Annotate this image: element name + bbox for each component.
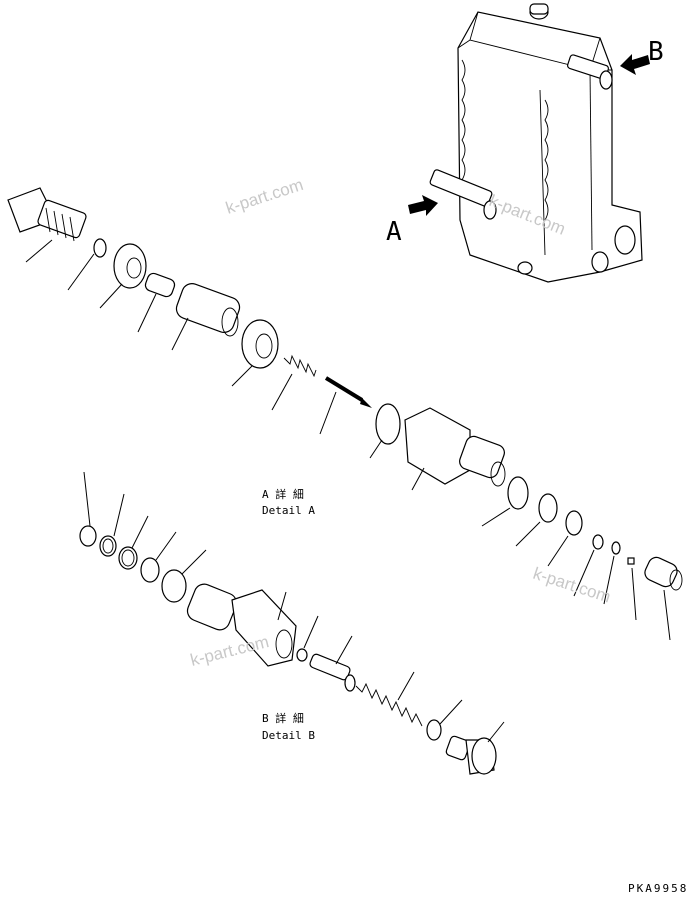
valve-body (408, 3, 650, 283)
detail-b-parts (79, 525, 497, 775)
watermark-3: k-part.com (531, 564, 613, 607)
detail-a-leaders (25, 239, 671, 641)
detail-a-title-jp: A 詳 細 (262, 487, 304, 501)
detail-b-leaders (83, 471, 505, 743)
drawing-code: PKA9958 (628, 882, 688, 895)
watermark-1: k-part.com (223, 175, 305, 218)
arrow-b-icon (620, 54, 650, 75)
arrow-a-icon (408, 195, 438, 216)
detail-a-parts (7, 187, 683, 591)
detail-b-title-en: Detail B (262, 729, 315, 742)
detail-a-title-en: Detail A (262, 504, 315, 517)
view-label-b: B (648, 37, 664, 67)
watermark-4: k-part.com (188, 632, 271, 670)
detail-b-title-jp: B 詳 細 (262, 711, 304, 725)
view-label-a: A (386, 217, 402, 247)
